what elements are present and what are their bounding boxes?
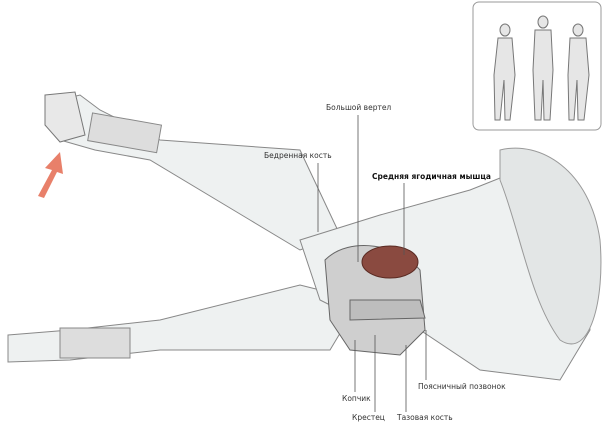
gluteus-medius-muscle xyxy=(361,245,419,279)
leg-warmer-bottom xyxy=(59,327,131,359)
label-pelvic-bone: Тазовая кость xyxy=(397,413,453,422)
label-greater-trochanter: Большой вертел xyxy=(326,103,392,112)
label-femur: Бедренная кость xyxy=(264,151,332,160)
hair xyxy=(499,147,602,345)
shoe-top xyxy=(44,91,86,143)
label-gluteus-medius: Средняя ягодичная мышца xyxy=(372,172,491,181)
label-coccyx: Копчик xyxy=(342,394,371,403)
arrow-icon xyxy=(38,152,63,198)
leader-lines xyxy=(317,115,427,412)
spine-vertebrae xyxy=(349,299,426,321)
label-lumbar-vertebra: Поясничный позвонок xyxy=(418,382,506,391)
inset-figures xyxy=(493,15,590,121)
label-sacrum: Крестец xyxy=(352,413,385,422)
leg-warmer-top xyxy=(87,112,163,154)
